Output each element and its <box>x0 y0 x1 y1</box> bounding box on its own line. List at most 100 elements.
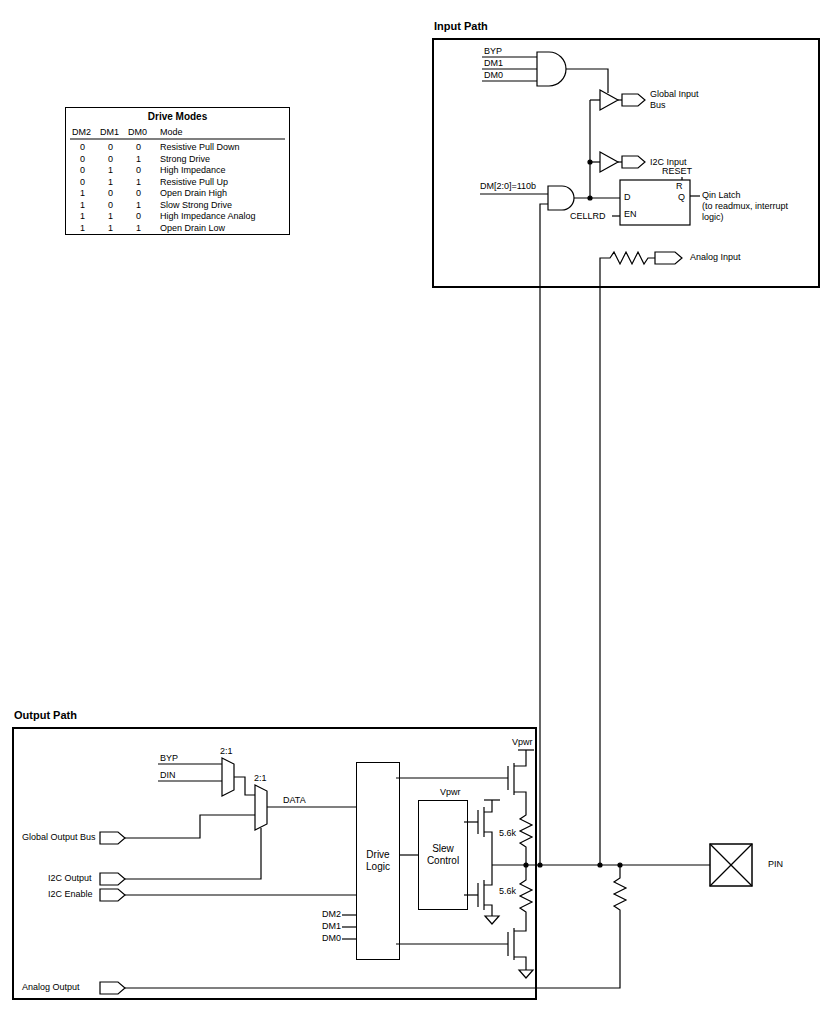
port <box>100 873 125 885</box>
port <box>100 982 125 994</box>
tristate-buffer <box>600 90 618 110</box>
signal-label: RESET <box>662 166 692 177</box>
table-cell: 0 <box>136 188 141 199</box>
signal-label: CELLRD <box>570 211 606 222</box>
latch <box>620 180 690 225</box>
table-cell: 0 <box>80 154 85 165</box>
mux <box>222 758 234 796</box>
table-cell: DM2 <box>72 127 91 138</box>
signal-label: DM[2:0]=110b <box>480 181 536 192</box>
signal-label: Global Output Bus <box>22 832 96 843</box>
ground-symbol <box>485 916 499 924</box>
and-gate <box>537 52 566 86</box>
table-cell: 0 <box>108 154 113 165</box>
table-cell: High Impedance Analog <box>160 211 256 222</box>
pin-pad <box>710 844 752 886</box>
table-cell: 0 <box>80 142 85 153</box>
table-cell: 1 <box>80 188 85 199</box>
signal-label: BYP <box>484 46 502 57</box>
path-region: Output PathDrive LogicSlew Control <box>12 727 537 1000</box>
table-cell: Open Drain Low <box>160 223 225 234</box>
resistor-symbol <box>600 252 655 865</box>
input-buffer <box>600 152 618 172</box>
table-cell: 1 <box>136 200 141 211</box>
signal-label: D <box>624 192 631 203</box>
port <box>100 889 125 901</box>
signal-label: (to readmux, interrupt logic) <box>702 201 797 223</box>
table-cell: 0 <box>108 188 113 199</box>
signal-label: 2:1 <box>254 773 267 784</box>
signal-label: Analog Output <box>22 982 80 993</box>
signal-label: EN <box>624 209 637 220</box>
table-cell: Mode <box>160 127 183 138</box>
signal-label: DATA <box>283 795 306 806</box>
signal-label: DM1 <box>484 58 503 69</box>
ground-symbol <box>519 970 533 978</box>
signal-label: DM1 <box>322 921 341 932</box>
analog-port <box>655 252 682 264</box>
table-cell: 0 <box>80 165 85 176</box>
block-label: Drive Modes <box>66 111 289 122</box>
table-cell: Resistive Pull Up <box>160 177 228 188</box>
bus-port <box>100 832 125 844</box>
signal-label: Vpwr <box>440 787 461 798</box>
table-cell: 1 <box>108 177 113 188</box>
signal-label: Qin Latch <box>702 190 741 201</box>
signal-label: 2:1 <box>220 746 233 757</box>
table-cell: Strong Drive <box>160 154 210 165</box>
table-cell: 1 <box>80 200 85 211</box>
table-cell: 1 <box>80 211 85 222</box>
table-cell: Slow Strong Drive <box>160 200 232 211</box>
table-cell: 1 <box>108 165 113 176</box>
signal-label: DM0 <box>484 70 503 81</box>
table-cell: 0 <box>136 142 141 153</box>
signal-label: PIN <box>768 859 783 870</box>
table-cell: 1 <box>136 177 141 188</box>
signal-label: DIN <box>160 770 176 781</box>
input-wires <box>480 52 700 865</box>
signal-label: 5.6k <box>499 886 516 897</box>
table-cell: DM1 <box>100 127 119 138</box>
signal-label: Analog Input <box>690 252 741 263</box>
block-box: Drive Logic <box>356 762 400 960</box>
table-cell: Open Drain High <box>160 188 227 199</box>
signal-label: DM2 <box>322 909 341 920</box>
block-box: Slew Control <box>418 800 468 910</box>
signal-label: I2C Output <box>48 873 92 884</box>
signal-label: BYP <box>160 753 178 764</box>
resistor-symbol <box>125 865 626 988</box>
signal-label: 5.6k <box>499 828 516 839</box>
table-rule <box>70 138 285 139</box>
bus-port <box>622 156 645 168</box>
table-cell: 0 <box>108 200 113 211</box>
block-label: Drive Logic <box>357 849 399 873</box>
table-cell: Resistive Pull Down <box>160 142 240 153</box>
table-cell: High Impedance <box>160 165 226 176</box>
bus-port <box>622 94 645 106</box>
table-cell: 1 <box>136 223 141 234</box>
table-cell: 0 <box>136 211 141 222</box>
region-heading: Output Path <box>14 709 77 721</box>
signal-label: Global Input Bus <box>650 89 712 111</box>
signal-wire <box>400 854 418 855</box>
table-cell: 0 <box>80 177 85 188</box>
table-cell: DM0 <box>128 127 147 138</box>
table-cell: 0 <box>108 142 113 153</box>
signal-label: I2C Enable <box>48 889 93 900</box>
table-cell: 0 <box>136 165 141 176</box>
output-wires <box>100 750 752 994</box>
signal-label: R <box>676 181 683 192</box>
table-cell: 1 <box>136 154 141 165</box>
signal-label: Vpwr <box>512 737 533 748</box>
signal-label: DM0 <box>322 933 341 944</box>
and-gate <box>548 186 574 210</box>
table-cell: 1 <box>108 211 113 222</box>
mux <box>255 785 267 830</box>
signal-label: Q <box>678 192 685 203</box>
table-cell: 1 <box>108 223 113 234</box>
block-label: Slew Control <box>419 843 467 867</box>
table-cell: 1 <box>80 223 85 234</box>
